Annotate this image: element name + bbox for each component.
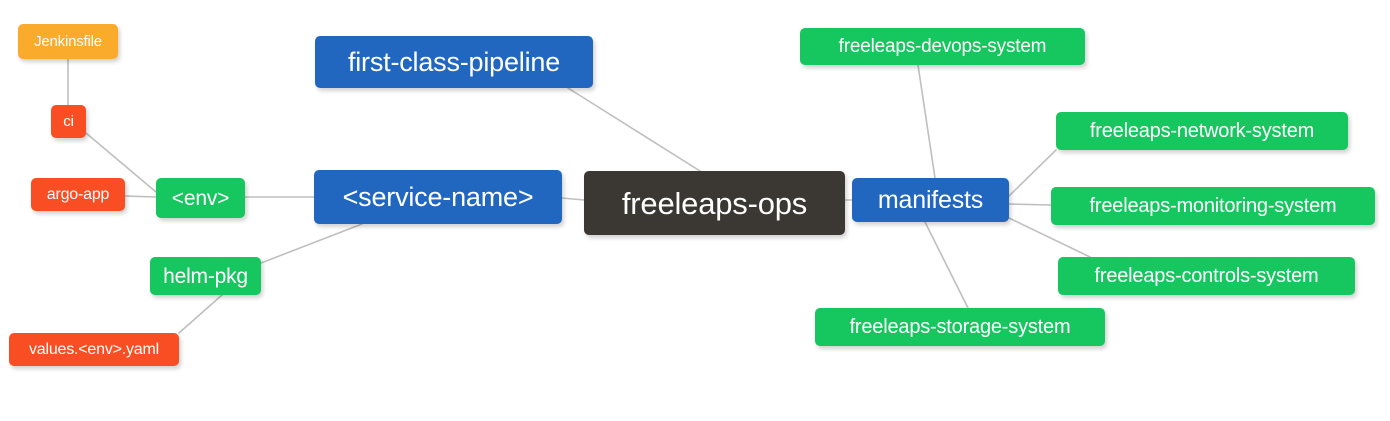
node-env[interactable]: <env> xyxy=(156,178,245,218)
node-service-name[interactable]: <service-name> xyxy=(314,170,562,224)
node-freeleaps-storage-system[interactable]: freeleaps-storage-system xyxy=(815,308,1105,346)
edge-manifests-to-freeleaps-monitoring-system xyxy=(1008,203,1052,206)
node-ci[interactable]: ci xyxy=(51,105,86,138)
node-label-first-class-pipeline: first-class-pipeline xyxy=(347,46,561,77)
node-values-yaml[interactable]: values.<env>.yaml xyxy=(9,333,179,366)
node-manifests[interactable]: manifests xyxy=(852,178,1009,222)
node-label-service-name: <service-name> xyxy=(342,181,534,212)
node-label-freeleaps-ops: freeleaps-ops xyxy=(621,185,808,221)
node-label-jenkinsfile: Jenkinsfile xyxy=(34,33,102,50)
node-label-helm-pkg: helm-pkg xyxy=(163,264,248,288)
node-label-freeleaps-devops-system: freeleaps-devops-system xyxy=(838,36,1047,57)
node-freeleaps-devops-system[interactable]: freeleaps-devops-system xyxy=(800,28,1085,65)
node-freeleaps-network-system[interactable]: freeleaps-network-system xyxy=(1056,112,1348,150)
edge-manifests-to-freeleaps-network-system xyxy=(1008,149,1057,197)
node-helm-pkg[interactable]: helm-pkg xyxy=(150,257,261,295)
node-label-argo-app: argo-app xyxy=(46,185,110,203)
node-freeleaps-ops[interactable]: freeleaps-ops xyxy=(584,171,845,235)
edge-values-yaml-to-helm-pkg xyxy=(178,294,223,334)
edge-argo-app-to-env xyxy=(124,195,157,198)
node-label-freeleaps-controls-system: freeleaps-controls-system xyxy=(1094,265,1319,287)
node-first-class-pipeline[interactable]: first-class-pipeline xyxy=(315,36,593,88)
node-label-env: <env> xyxy=(171,186,230,210)
node-label-manifests: manifests xyxy=(877,185,984,214)
node-label-freeleaps-storage-system: freeleaps-storage-system xyxy=(849,316,1071,338)
node-jenkinsfile[interactable]: Jenkinsfile xyxy=(18,24,118,59)
node-label-ci: ci xyxy=(63,113,74,130)
node-freeleaps-controls-system[interactable]: freeleaps-controls-system xyxy=(1058,257,1355,295)
node-label-freeleaps-monitoring-system: freeleaps-monitoring-system xyxy=(1089,195,1337,217)
edge-manifests-to-freeleaps-storage-system xyxy=(924,221,969,309)
node-label-values-yaml: values.<env>.yaml xyxy=(28,340,159,358)
edge-manifests-to-freeleaps-devops-system xyxy=(917,64,936,179)
node-freeleaps-monitoring-system[interactable]: freeleaps-monitoring-system xyxy=(1051,187,1375,225)
edge-helm-pkg-to-service-name xyxy=(260,223,363,264)
edge-first-class-pipeline-to-freeleaps-ops xyxy=(567,87,701,172)
edge-service-name-to-freeleaps-ops xyxy=(561,197,585,201)
node-argo-app[interactable]: argo-app xyxy=(31,178,125,211)
node-label-freeleaps-network-system: freeleaps-network-system xyxy=(1089,120,1315,142)
